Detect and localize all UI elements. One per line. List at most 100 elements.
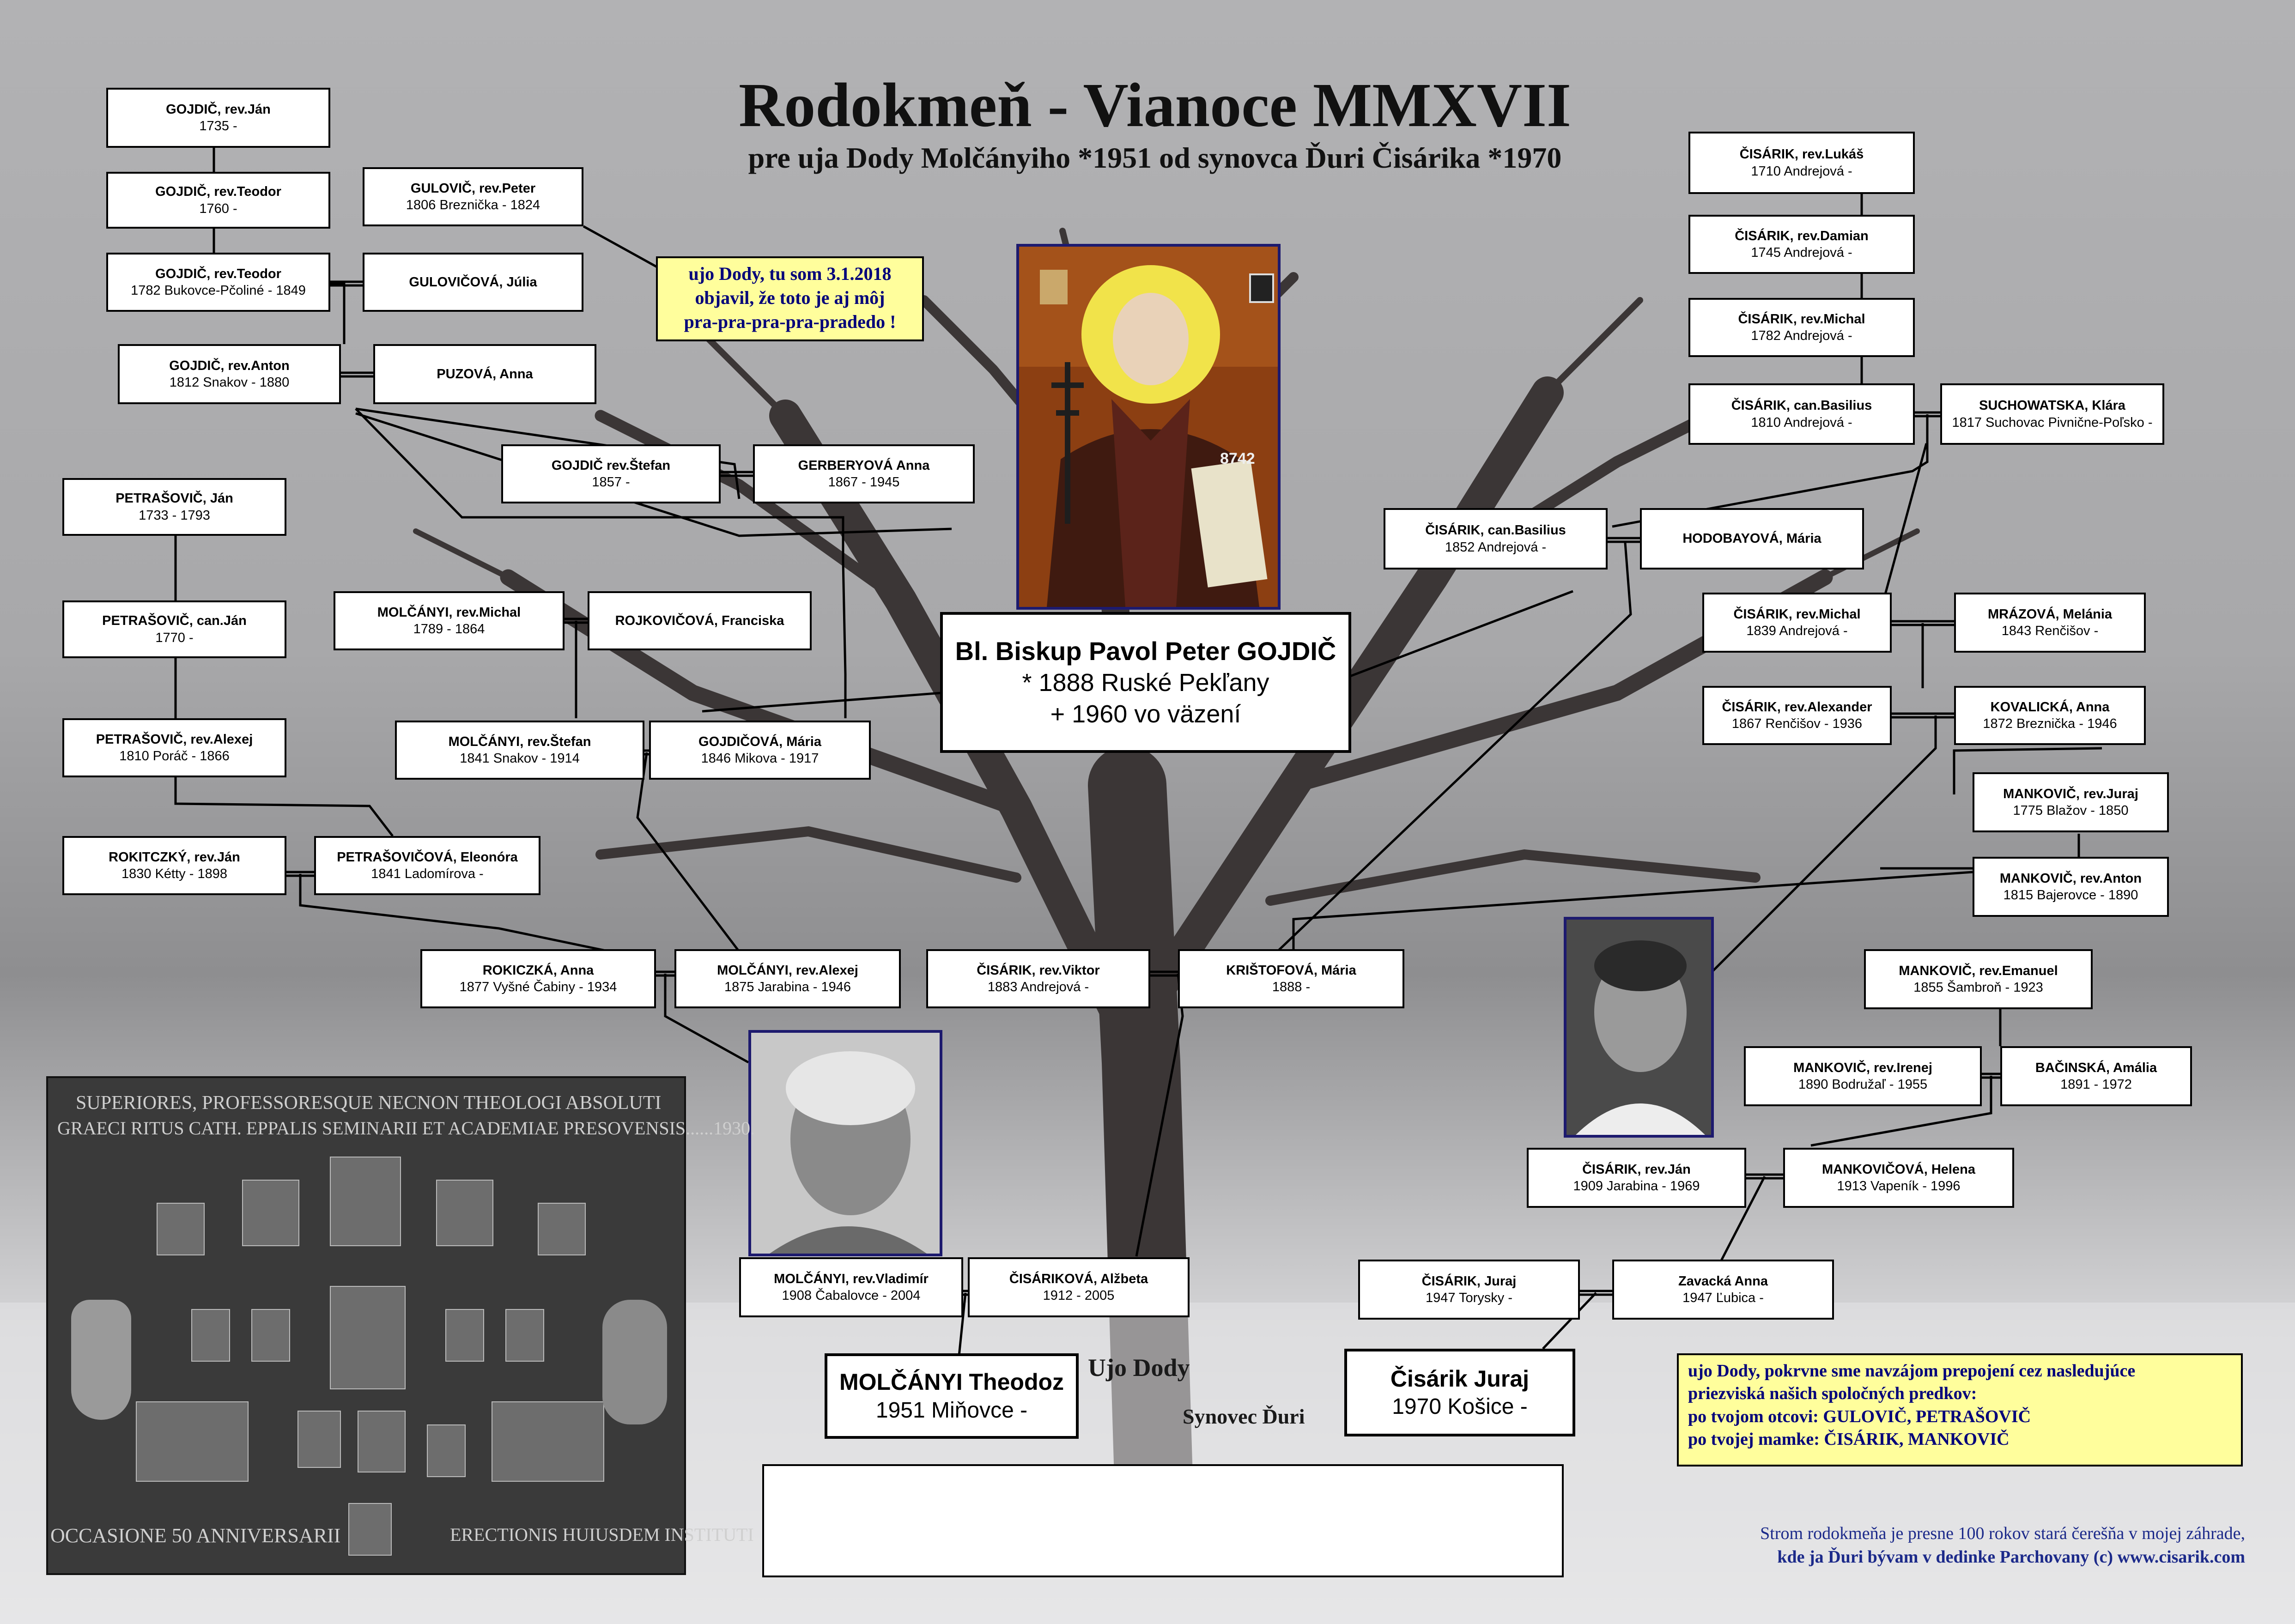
person-name: MOLČÁNYI, rev.Vladimír	[774, 1271, 929, 1286]
person-name: ČISÁRIK, rev.Lukáš	[1739, 147, 1864, 162]
photo-tile	[191, 1309, 230, 1362]
person-name: ČISÁRIK, can.Basilius	[1731, 398, 1872, 413]
note-line: po tvojej mamke: ČISÁRIK, MANKOVIČ	[1688, 1430, 2010, 1449]
person-name: ČISÁRIK, can.Basilius	[1425, 523, 1566, 538]
person-rojkovicova-franciska: ROJKOVIČOVÁ, Franciska	[588, 591, 812, 650]
photo-tile	[436, 1180, 493, 1246]
person-dates: 1883 Andrejová -	[987, 980, 1089, 994]
person-dates: 1913 Vapeník - 1996	[1837, 1179, 1961, 1194]
coat-of-arms-left	[71, 1300, 131, 1420]
person-dates: 1912 - 2005	[1043, 1288, 1115, 1303]
person-name: MANKOVIČ, rev.Anton	[1999, 871, 2142, 886]
person-name: ROKITCZKÝ, rev.Ján	[109, 849, 240, 865]
photo-tile	[298, 1411, 341, 1468]
note-line: priezviská našich spoločných predkov:	[1688, 1384, 1977, 1404]
person-dates: 1891 - 1972	[2060, 1077, 2132, 1092]
person-name: GULOVIČOVÁ, Júlia	[409, 274, 537, 290]
photo-tile	[538, 1203, 586, 1255]
bishop-born: * 1888 Ruské Pekľany	[1022, 669, 1269, 697]
person-dates: 1810 Poráč - 1866	[119, 749, 230, 764]
prisoner-number: 8742	[1220, 450, 1255, 467]
bishop-box: Bl. Biskup Pavol Peter GOJDIČ * 1888 Rus…	[940, 612, 1351, 753]
person-dates: 1815 Bajerovce - 1890	[2003, 888, 2138, 903]
photo-tile	[242, 1180, 299, 1246]
photo-caption-top-1: SUPERIORES, PROFESSORESQUE NECNON THEOLO…	[76, 1092, 662, 1114]
photo-caption-bottom-left: OCCASIONE 50 ANNIVERSARII	[50, 1524, 341, 1547]
portrait-cisarik-jan	[1564, 917, 1714, 1138]
person-name: HODOBAYOVÁ, Mária	[1682, 531, 1821, 546]
person-name: GOJDIČOVÁ, Mária	[698, 734, 821, 749]
person-name: SUCHOWATSKA, Klára	[1979, 398, 2125, 413]
bishop-name: Bl. Biskup Pavol Peter GOJDIČ	[955, 636, 1336, 666]
portrait-photo	[1566, 920, 1711, 1135]
photo-tile	[492, 1401, 604, 1482]
person-dates: 1770 -	[155, 630, 194, 645]
bishop-died: + 1960 vo väzení	[1050, 700, 1241, 728]
person-mankovicova-helena: MANKOVIČOVÁ, Helena 1913 Vapeník - 1996	[1783, 1148, 2014, 1208]
person-dates: 1733 - 1793	[139, 508, 210, 523]
person-name: GOJDIČ rev.Štefan	[551, 458, 671, 473]
photo-tile	[445, 1309, 484, 1362]
person-name: KOVALICKÁ, Anna	[1990, 699, 2110, 715]
person-hodobayova-maria: HODOBAYOVÁ, Mária	[1640, 508, 1864, 570]
common-ancestors-note: ujo Dody, pokrvne sme navzájom prepojení…	[1677, 1353, 2243, 1466]
person-dates: 1841 Ladomírova -	[371, 867, 484, 881]
person-name: ČISÁRIKOVÁ, Alžbeta	[1009, 1271, 1148, 1286]
photo-tile	[505, 1309, 544, 1362]
person-dates: 1877 Vyšné Čabiny - 1934	[459, 980, 617, 994]
footer-credit: Strom rodokmeňa je presne 100 rokov star…	[1501, 1522, 2245, 1569]
person-name: ČISÁRIK, rev.Alexander	[1722, 699, 1872, 715]
note-line: po tvojom otcovi: GULOVIČ, PETRAŠOVIČ	[1688, 1406, 2031, 1426]
person-name: ČISÁRIK, rev.Michal	[1733, 606, 1861, 622]
person-name: MANKOVIČOVÁ, Helena	[1822, 1162, 1975, 1177]
person-name: BAČINSKÁ, Amália	[2035, 1060, 2157, 1075]
label-ujo-dody: Ujo Dody	[1088, 1354, 1190, 1382]
person-dates: 1846 Mikova - 1917	[701, 751, 819, 766]
photo-tile	[251, 1309, 290, 1362]
note-line: ujo Dody, pokrvne sme navzájom prepojení…	[1688, 1361, 2136, 1381]
person-dates: 1810 Andrejová -	[1751, 415, 1852, 430]
person-dates: 1872 Breznička - 1946	[1983, 716, 2117, 731]
person-name: MANKOVIČ, rev.Irenej	[1793, 1060, 1932, 1075]
person-name: ČISÁRIK, rev.Michal	[1738, 311, 1865, 327]
person-name: MRÁZOVÁ, Melánia	[1987, 606, 2113, 622]
person-gojdicova-maria: GOJDIČOVÁ, Mária 1846 Mikova - 1917	[649, 721, 871, 780]
page-subtitle: pre uja Dody Molčányiho *1951 od synovca…	[748, 141, 1562, 174]
person-dates: 1867 - 1945	[828, 475, 900, 490]
person-dates: 1760 -	[199, 201, 237, 216]
person-name: GULOVIČ, rev.Peter	[410, 181, 536, 196]
person-name: ČISÁRIK, Juraj	[1421, 1273, 1517, 1289]
person-dates: 1710 Andrejová -	[1751, 164, 1852, 179]
person-puzova-anna: PUZOVÁ, Anna	[373, 344, 596, 404]
coat-of-arms-right	[602, 1300, 667, 1424]
person-dates: 1852 Andrejová -	[1445, 539, 1547, 555]
person-mrazova-melania: MRÁZOVÁ, Melánia 1843 Renčišov -	[1954, 593, 2146, 653]
person-cisarik-lukas: ČISÁRIK, rev.Lukáš 1710 Andrejová -	[1688, 132, 1915, 194]
portrait-molcanyi-vladimir	[748, 1030, 942, 1256]
page-title: Rodokmeň - Vianoce MMXVII	[739, 71, 1571, 140]
person-dates: 1817 Suchovac Pivnične-Poľsko -	[1952, 415, 2153, 430]
person-name: GOJDIČ, rev.Ján	[166, 102, 271, 117]
person-dates: 1775 Blažov - 1850	[2013, 803, 2129, 818]
photo-caption-bottom-right: ERECTIONIS HUIUSDEM INSTITUTI	[450, 1524, 754, 1545]
person-dates: 1843 Renčišov -	[2001, 624, 2099, 638]
